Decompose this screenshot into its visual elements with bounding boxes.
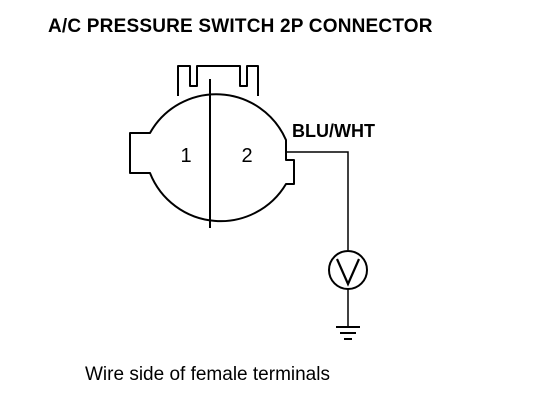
- diagram-caption: Wire side of female terminals: [85, 364, 330, 385]
- voltmeter-icon: [328, 250, 368, 290]
- wire-blu-wht: [286, 151, 349, 250]
- connector-body: [129, 65, 295, 228]
- ground-icon: [336, 326, 360, 340]
- terminal-1-label: 1: [180, 145, 191, 167]
- wire-color-label: BLU/WHT: [292, 121, 375, 141]
- diagram-title: A/C PRESSURE SWITCH 2P CONNECTOR: [48, 16, 433, 37]
- terminal-2-label: 2: [241, 145, 252, 167]
